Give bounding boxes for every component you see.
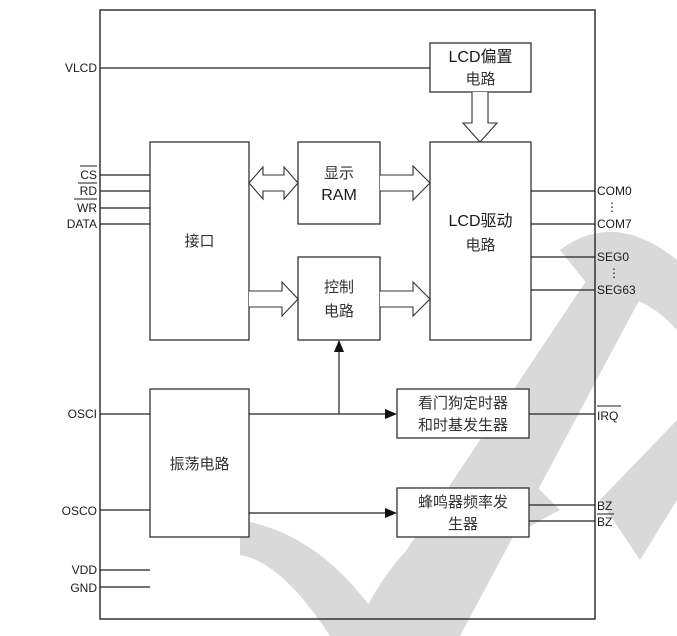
pin-bz-n: BZ bbox=[597, 515, 612, 529]
pin-irq: IRQ bbox=[597, 409, 618, 423]
bias-to-driver-arrow bbox=[461, 92, 499, 143]
display-ram-label-2: RAM bbox=[321, 187, 357, 204]
display-ram-block: 显示 RAM bbox=[297, 141, 381, 225]
interface-label: 接口 bbox=[184, 232, 214, 250]
control-label-2: 电路 bbox=[324, 302, 354, 320]
buzzer-label-2: 生器 bbox=[448, 515, 478, 533]
com-ellipsis: ⋮ bbox=[606, 200, 618, 214]
lcd-driver-block: LCD驱动 电路 bbox=[429, 141, 532, 341]
osc-to-control-arrowhead bbox=[334, 340, 344, 352]
display-ram-label-1: 显示 bbox=[324, 164, 354, 182]
pin-data: DATA bbox=[67, 217, 97, 231]
interface-to-control-arrow bbox=[249, 280, 299, 318]
seg-ellipsis: ⋮ bbox=[608, 266, 620, 280]
lcd-bias-block: LCD偏置 电路 bbox=[429, 42, 532, 93]
control-block: 控制 电路 bbox=[297, 256, 381, 341]
pin-rd: RD bbox=[80, 184, 98, 198]
pin-gnd: GND bbox=[70, 581, 97, 595]
watchdog-label-1: 看门狗定时器 bbox=[418, 394, 508, 412]
pin-osco: OSCO bbox=[62, 504, 97, 518]
pin-bz: BZ bbox=[597, 499, 612, 513]
osc-to-buzzer-arrowhead bbox=[385, 508, 397, 518]
pin-cs: CS bbox=[80, 168, 97, 182]
pin-seg0: SEG0 bbox=[597, 250, 629, 264]
pin-vlcd: VLCD bbox=[65, 61, 97, 75]
pin-com0: COM0 bbox=[597, 184, 632, 198]
pin-osci: OSCI bbox=[68, 407, 97, 421]
lcd-bias-label-2: 电路 bbox=[465, 70, 495, 88]
interface-ram-bidirectional-arrow bbox=[248, 165, 299, 201]
buzzer-label-1: 蜂鸣器频率发 bbox=[418, 493, 508, 511]
buzzer-block: 蜂鸣器频率发 生器 bbox=[396, 487, 530, 538]
chip-boundary bbox=[99, 9, 596, 620]
watchdog-block: 看门狗定时器 和时基发生器 bbox=[396, 388, 530, 439]
lcd-driver-label-2: 电路 bbox=[465, 236, 495, 254]
pin-seg63: SEG63 bbox=[597, 283, 636, 297]
oscillator-label: 振荡电路 bbox=[169, 455, 229, 473]
pin-com7: COM7 bbox=[597, 217, 632, 231]
control-to-driver-arrow bbox=[380, 280, 431, 318]
pin-vdd: VDD bbox=[72, 563, 98, 577]
oscillator-block: 振荡电路 bbox=[149, 388, 250, 538]
interface-block: 接口 bbox=[149, 141, 250, 341]
lcd-bias-label-1: LCD偏置 bbox=[448, 48, 512, 66]
control-label-1: 控制 bbox=[324, 278, 354, 296]
lcd-driver-label-1: LCD驱动 bbox=[448, 212, 512, 230]
ram-to-driver-arrow bbox=[380, 164, 431, 202]
osc-to-watchdog-arrowhead bbox=[385, 409, 397, 419]
watchdog-label-2: 和时基发生器 bbox=[418, 416, 508, 434]
pin-wr: WR bbox=[77, 201, 97, 215]
